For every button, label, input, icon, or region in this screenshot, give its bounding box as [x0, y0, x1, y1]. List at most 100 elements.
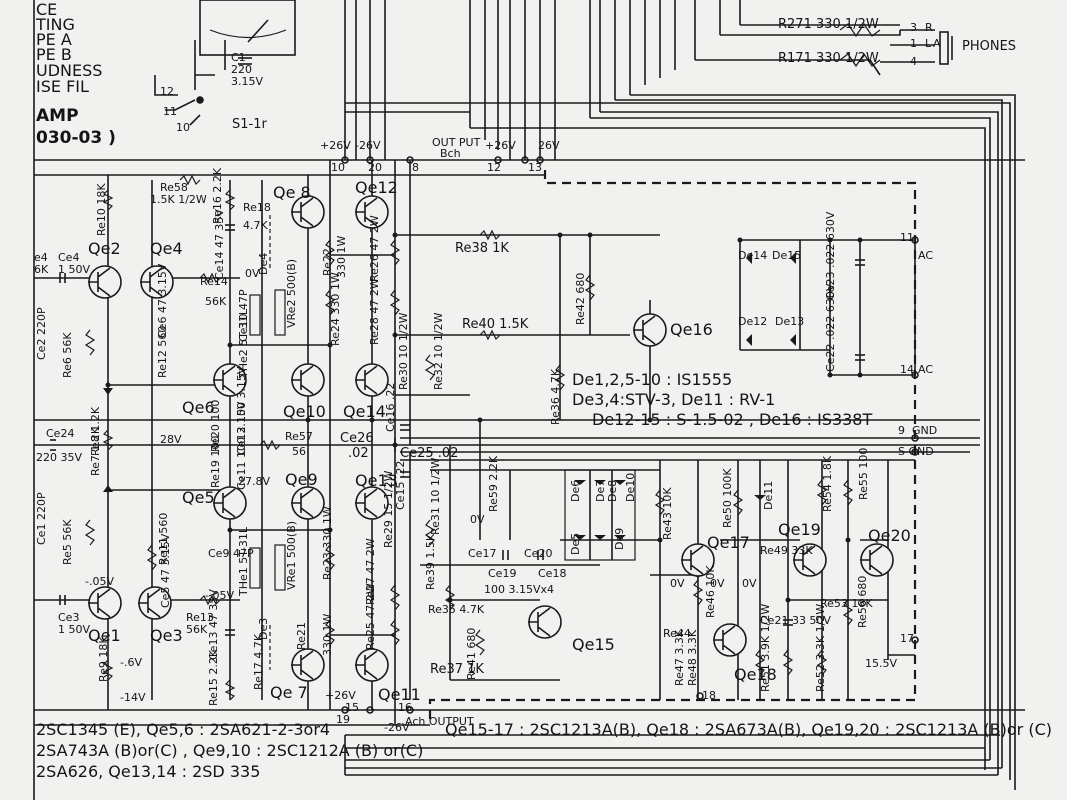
c1-voltage: 3.15V — [231, 75, 264, 88]
label-ce18: Ce18 — [538, 567, 567, 580]
label-de10: De10 — [624, 472, 637, 502]
label-qe4: Qe4 — [150, 239, 183, 258]
label-re14: Re14 — [200, 275, 228, 288]
voltage-28v: 28V — [160, 433, 182, 446]
label-the1: THe1 5T-31L — [237, 526, 250, 596]
voltage-m14v: -14V — [120, 691, 146, 704]
menu-line-6: ISE FIL — [36, 77, 89, 96]
label-re31: Re31 10 1/2W — [429, 457, 442, 535]
phones-pin3: 3 — [910, 21, 917, 34]
terminal-16: 16 — [398, 701, 412, 714]
label-re25: Re25 47 2W — [364, 583, 377, 650]
footer-transistor-note: Qe15-17 : 2SC1213A(B), Qe18 : 2SA673A(B)… — [445, 720, 1052, 739]
label-de15: De15 — [772, 249, 802, 262]
label-re17: Re17 4.7K — [252, 633, 265, 690]
voltage-155v: 15.5V — [865, 657, 898, 670]
label-ce4-val: 1 50V — [58, 263, 91, 276]
label-de6: De6 — [569, 479, 582, 502]
label-ce6: Ce6 47 3.15V — [156, 263, 169, 338]
label-re48: Re48 3.3K — [686, 629, 699, 686]
label-qe6: Qe6 — [182, 398, 215, 417]
label-ce26-val: .02 — [348, 446, 369, 461]
label-re39: Re39 1.5K — [424, 533, 437, 590]
terminal-ac-top: AC — [918, 249, 934, 262]
label-re21: Re21 — [295, 622, 308, 650]
label-re43: Re43 10K — [661, 487, 674, 540]
rail-p26v-left: +26V — [320, 139, 351, 152]
label-qe11: Qe11 — [378, 685, 421, 704]
label-de14: De14 — [738, 249, 768, 262]
rail-pin8: 8 — [412, 161, 419, 174]
label-qe5: Qe5 — [182, 488, 215, 507]
label-re13-val: 56K — [186, 623, 208, 636]
r171-label: R171 330 1/2W — [778, 51, 879, 66]
terminal-ach-output: Ach OUTPUT — [405, 715, 474, 728]
label-de7: De7 — [594, 479, 607, 502]
terminal-14: 14 — [900, 363, 914, 376]
label-re59: Re59 2.2K — [487, 455, 500, 512]
label-re42: Re42 680 — [574, 272, 587, 325]
label-ce20: Ce20 — [524, 547, 553, 560]
rail-m26v-left: -26V — [355, 139, 381, 152]
label-re5: Re5 56K — [61, 519, 74, 565]
label-qe18: Qe18 — [734, 665, 777, 684]
voltage-0v-c: 0V — [710, 577, 725, 590]
label-the2: THe2 5T-31L — [237, 308, 250, 378]
label-de3: De3 — [257, 617, 270, 640]
s1-pin10: 10 — [176, 121, 190, 134]
label-de13: De13 — [775, 315, 805, 328]
label-re57-val: 56 — [292, 445, 306, 458]
label-qe2: Qe2 — [88, 239, 121, 258]
rail-pin10: 10 — [331, 161, 345, 174]
s1-label: S1-1r — [232, 117, 267, 132]
label-qe12: Qe12 — [355, 178, 398, 197]
amp-title: AMP — [36, 106, 79, 126]
terminal-gnd: GND — [912, 424, 938, 437]
voltage-m06v: -.6V — [120, 656, 142, 669]
label-ce3-val: 1 50V — [58, 623, 91, 636]
label-re37: Re37 1K — [430, 662, 484, 677]
rail-output: OUT PUT — [432, 136, 481, 149]
label-de8: De8 — [606, 479, 619, 502]
voltage-0v-d: 0V — [742, 577, 757, 590]
label-re50: Re50 100K — [721, 468, 734, 528]
label-re10: Re10 18K — [95, 183, 108, 236]
menu-line-3: PE A — [36, 30, 72, 49]
label-re58-val: 1.5K 1/2W — [150, 193, 207, 206]
label-ce19-val: 100 3.15Vx4 — [484, 583, 555, 596]
label-ce25: Ce25 .02 — [400, 446, 459, 461]
level-meter — [199, 0, 296, 56]
label-ce19: Ce19 — [488, 567, 517, 580]
label-re38: Re38 1K — [455, 241, 509, 256]
label-ce15: Ce15 .22 — [394, 460, 407, 510]
c1-value: 220 — [231, 63, 252, 76]
label-re21-val: 330 1W — [321, 613, 334, 656]
terminal-15: 15 — [345, 701, 359, 714]
label-ce2: Ce2 220P — [35, 307, 48, 360]
diode-note-3: De12-15 : S-1.5-02 , De16 : IS338T — [592, 410, 873, 429]
terminal-sgnd: S GND — [898, 445, 934, 458]
label-re47: Re47 3.3K — [673, 629, 686, 686]
label-re19: Re19 100 — [209, 435, 222, 488]
label-re23: Re23 330 1W — [321, 506, 334, 580]
label-qe16: Qe16 — [670, 320, 713, 339]
label-ce9: Ce9 47P — [208, 547, 254, 560]
part-number: 030-03 ) — [36, 128, 116, 148]
voltage-qe1: -.05V — [85, 575, 114, 588]
label-re49: Re49 33K — [760, 544, 813, 557]
label-qe19: Qe19 — [778, 520, 821, 539]
terminal-19: 19 — [336, 713, 350, 726]
label-re32: Re32 10 1/2W — [432, 312, 445, 390]
label-re41: Re41 680 — [465, 627, 478, 680]
label-re14-val: 56K — [205, 295, 227, 308]
label-qe20: Qe20 — [868, 526, 911, 545]
label-qe1: Qe1 — [88, 626, 121, 645]
label-re58: Re58 — [160, 181, 188, 194]
diode-note-2: De3,4:STV-3, De11 : RV-1 — [572, 390, 776, 409]
label-re9: Re9 18K — [97, 636, 110, 682]
label-de11: De11 — [762, 480, 775, 510]
footer-line-2: 2SA743A (B)or(C) , Qe9,10 : 2SC1212A (B)… — [36, 741, 424, 760]
label-re29: Re29 15 1/2W — [382, 470, 395, 548]
voltage-0v-a: 0V — [470, 513, 485, 526]
